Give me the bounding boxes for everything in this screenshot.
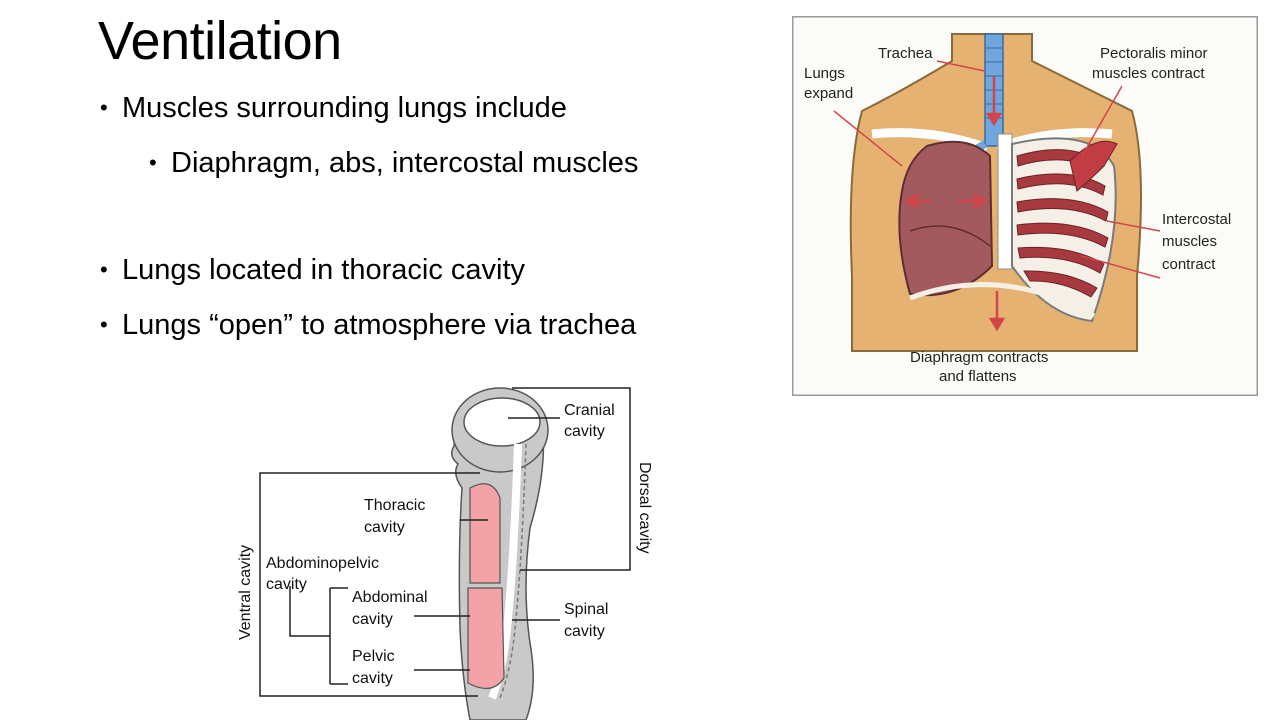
label-lungs-expand: expand (804, 85, 853, 102)
label-spinal: Spinal (564, 601, 608, 618)
label-intercostal-muscles: muscles (1162, 233, 1217, 250)
label-lungs: Lungs (804, 65, 845, 82)
bullet-marker: • (100, 257, 108, 282)
label-ventral-cavity: Ventral cavity (237, 545, 254, 640)
lung-shape (898, 140, 994, 297)
body-cavities-figure: Cranial cavity Thoracic cavity Abdominop… (237, 387, 653, 720)
bullet-marker: • (149, 150, 157, 175)
label-diaphragm-flattens: and flattens (939, 368, 1017, 385)
label-abdominal: Abdominal (352, 589, 428, 606)
chest-breathing-figure: Trachea Lungs expand Pectoralis minor mu… (792, 16, 1258, 396)
bullet-text: Lungs “open” to atmosphere via trachea (122, 309, 637, 341)
label-spinal-cavity: cavity (564, 623, 605, 640)
bullet-item: • Lungs “open” to atmosphere via trachea (100, 307, 637, 343)
bullet-item: • Lungs located in thoracic cavity (100, 252, 525, 288)
bullet-marker: • (100, 95, 108, 120)
thoracic-cavity-shape (469, 483, 501, 584)
label-trachea: Trachea (878, 45, 933, 62)
slide-title: Ventilation (98, 11, 342, 71)
label-intercostal-contract: contract (1162, 256, 1216, 273)
sternum (997, 133, 1013, 270)
label-pelvic-cavity: cavity (352, 670, 393, 687)
label-abdominal-cavity: cavity (352, 611, 393, 628)
sub-bullet-item: • Diaphragm, abs, intercostal muscles (149, 145, 639, 181)
arrow-icon (903, 76, 1006, 332)
left-clavicle (871, 128, 989, 153)
bullet-text: Diaphragm, abs, intercostal muscles (171, 147, 639, 179)
label-pelvic: Pelvic (352, 648, 395, 665)
bullet-text: Lungs located in thoracic cavity (122, 254, 525, 286)
lung-lobe-line (909, 225, 991, 247)
bullet-text: Muscles surrounding lungs include (122, 92, 567, 124)
chest-figure-labels: Trachea Lungs expand Pectoralis minor mu… (804, 45, 1231, 385)
label-abdominopelvic-cavity: cavity (266, 576, 307, 593)
diaphragm (909, 282, 1096, 319)
bullet-marker: • (100, 312, 108, 337)
label-intercostal: Intercostal (1162, 211, 1231, 228)
bullet-item: • Muscles surrounding lungs include (100, 90, 567, 126)
bracket-lines (259, 387, 631, 697)
abdominopelvic-cavity-shape (467, 587, 505, 689)
label-diaphragm: Diaphragm contracts (910, 349, 1048, 366)
label-thoracic: Thoracic (364, 497, 425, 514)
label-pectoralis: Pectoralis minor (1100, 45, 1208, 62)
label-cranial: Cranial (564, 402, 615, 419)
label-thoracic-cavity: cavity (364, 519, 405, 536)
label-abdominopelvic: Abdominopelvic (266, 555, 379, 572)
leader-lines (833, 60, 1161, 279)
cranial-cavity-shape (463, 397, 541, 447)
cavity-figure-labels: Cranial cavity Thoracic cavity Abdominop… (237, 402, 653, 687)
label-cranial-cavity: cavity (564, 423, 605, 440)
label-pectoralis-contract: muscles contract (1092, 65, 1205, 82)
label-dorsal-cavity: Dorsal cavity (636, 462, 653, 554)
